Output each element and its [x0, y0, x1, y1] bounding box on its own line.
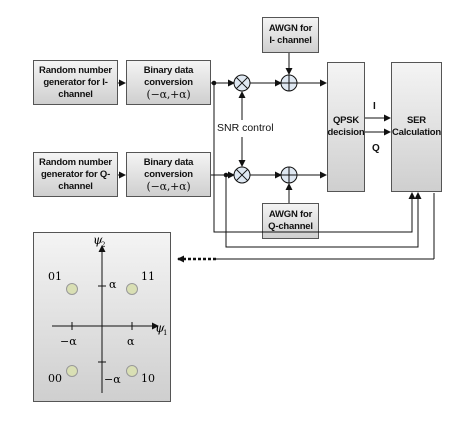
rng-i-line1: Random number	[39, 64, 112, 76]
awgn-q-line2: Q-channel	[268, 221, 313, 232]
alpha-neg-y-label: −α	[104, 373, 121, 386]
point-label-00: 00	[48, 372, 62, 385]
bdc-i-line1: Binary data conversion	[143, 64, 194, 88]
qpsk-line1: QPSK	[332, 115, 360, 126]
axis-y-label: ψ	[93, 233, 103, 247]
bdc-q-line2: (−α,+α)	[146, 179, 191, 193]
qpsk-decision-block: QPSK decision	[327, 62, 365, 192]
constellation-point-11	[126, 283, 138, 295]
qpsk-line2: decision	[327, 127, 365, 138]
rng-q-channel-block: Random number generator for Q-channel	[33, 152, 118, 197]
awgn-q-line1: AWGN for	[268, 209, 313, 220]
multiplier-i-symbol	[233, 74, 251, 92]
constellation-point-10	[126, 365, 138, 377]
ser-line2: Calculation	[392, 127, 442, 138]
junction-dot-i	[211, 80, 217, 86]
awgn-i-line1: AWGN for	[268, 23, 313, 34]
binary-conversion-q-block: Binary data conversion (−α,+α)	[126, 152, 211, 197]
junction-dot-q	[223, 172, 229, 178]
bdc-i-line2: (−α,+α)	[146, 87, 191, 101]
constellation-point-00	[66, 365, 78, 377]
adder-q-symbol	[280, 166, 298, 184]
multiplier-q-symbol	[233, 166, 251, 184]
i-output-label: I	[373, 101, 376, 112]
point-label-01: 01	[48, 270, 62, 283]
point-label-10: 10	[141, 372, 155, 385]
rng-q-line1: Random number	[39, 156, 112, 168]
awgn-i-line2: I- channel	[269, 35, 312, 46]
wire-ref-i-to-ser	[213, 83, 416, 233]
wire-ref-q-to-ser	[225, 175, 422, 248]
rng-q-line2: generator for Q-channel	[40, 168, 111, 192]
alpha-pos-x-label: α	[127, 335, 135, 348]
bdc-q-line1: Binary data conversion	[143, 156, 194, 180]
awgn-q-channel-block: AWGN for Q-channel	[262, 203, 319, 239]
alpha-pos-y-label: α	[109, 278, 117, 291]
ser-line1: SER	[407, 115, 426, 126]
axis-x-subscript: 1	[163, 329, 167, 337]
axis-x-label: ψ	[155, 321, 165, 335]
constellation-point-01	[66, 283, 78, 295]
q-output-label: Q	[372, 143, 380, 154]
point-label-11: 11	[141, 270, 155, 283]
alpha-neg-x-label: −α	[60, 335, 77, 348]
rng-i-line2: generator for I-channel	[43, 76, 108, 100]
ser-calculation-block: SER Calculation	[391, 62, 442, 192]
binary-conversion-i-block: Binary data conversion (−α,+α)	[126, 60, 211, 105]
axis-y-subscript: 2	[101, 241, 105, 249]
adder-i-symbol	[280, 74, 298, 92]
awgn-i-channel-block: AWGN for I- channel	[262, 17, 319, 53]
snr-control-label: SNR control	[216, 122, 275, 134]
rng-i-channel-block: Random number generator for I-channel	[33, 60, 118, 105]
